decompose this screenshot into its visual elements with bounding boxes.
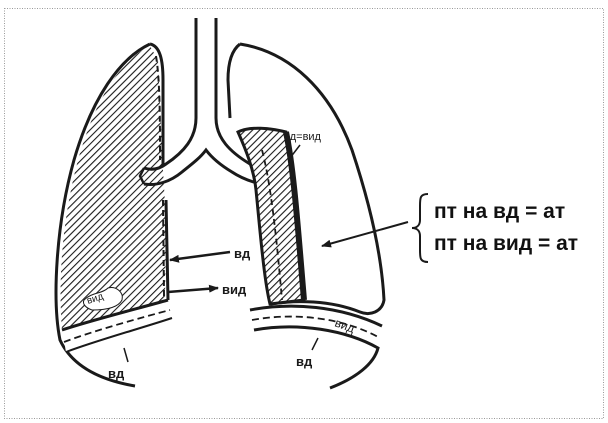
- label-vd-right-bottom: вд: [296, 354, 313, 369]
- label-vd-arrow: вд: [234, 246, 251, 261]
- label-vd-left-bottom: вд: [108, 366, 125, 381]
- right-lung-apex-border: [228, 44, 240, 118]
- equation-line-1: пт на вд = ат: [434, 200, 565, 223]
- vd-right-pointer: [312, 338, 318, 350]
- label-vid-arrow: вид: [222, 282, 247, 297]
- arrow-vd: [170, 252, 230, 260]
- label-vd-vid-top: вд=вид: [284, 131, 322, 143]
- equation-line-2: пт на вид = ат: [434, 232, 578, 255]
- vd-left-pointer: [124, 348, 128, 362]
- arrow-right-lung: [322, 222, 408, 246]
- arrow-vid: [168, 288, 218, 292]
- equation-brace: [412, 194, 428, 262]
